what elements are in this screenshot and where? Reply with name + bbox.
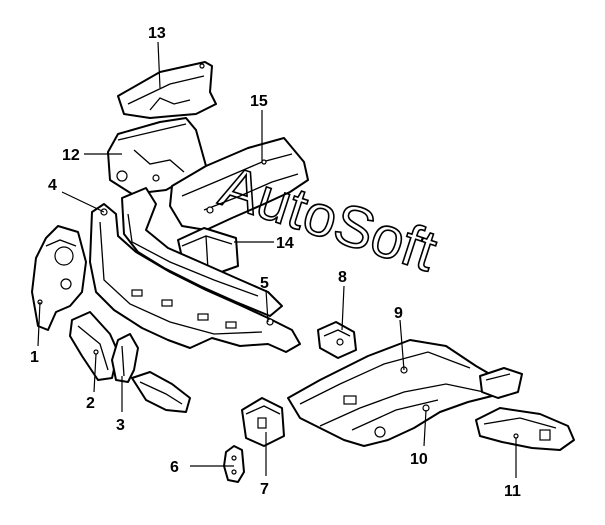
part-9-10-frame-rail (287, 339, 501, 447)
callout-3: 3 (116, 417, 125, 434)
leader-4 (61, 191, 105, 213)
callout-5: 5 (260, 275, 269, 292)
part-8-mount (317, 321, 357, 359)
callout-11: 11 (504, 483, 521, 500)
part-1-bracket (31, 225, 87, 331)
part-13-panel (117, 61, 217, 119)
callout-7: 7 (260, 481, 269, 498)
leader-1 (37, 301, 41, 347)
leader-9 (399, 319, 405, 371)
lower-member (131, 371, 191, 413)
callout-labels: 1 2 3 4 5 6 7 8 9 10 11 12 13 14 15 (30, 25, 521, 500)
callout-14: 14 (276, 235, 294, 252)
callout-9: 9 (394, 305, 403, 322)
part-6-bracket (223, 445, 245, 483)
leader-13 (157, 41, 161, 89)
callout-1: 1 (30, 349, 39, 366)
part-7-mount (241, 397, 285, 447)
callout-4: 4 (48, 177, 57, 194)
part-9-rear-extension (479, 367, 523, 399)
callout-12: 12 (62, 147, 80, 164)
part-15-panel (169, 137, 309, 231)
leader-lines (37, 41, 517, 478)
callout-13: 13 (148, 25, 166, 42)
part-4-5-crossmember (89, 187, 301, 353)
callout-2: 2 (86, 395, 95, 412)
autosoft-watermark: AutoSoft (212, 153, 445, 285)
callout-15: 15 (250, 93, 268, 110)
part-3-bracket (111, 333, 139, 383)
callout-8: 8 (338, 269, 347, 286)
leader-8 (341, 285, 345, 331)
leader-2 (93, 353, 97, 393)
part-11-bracket (475, 407, 575, 451)
callout-6: 6 (170, 459, 179, 476)
part-2-bracket (69, 311, 119, 381)
callout-10: 10 (410, 451, 428, 468)
leader-5 (265, 289, 269, 323)
watermark-text: AutoSoft (213, 154, 445, 285)
leader-10 (423, 409, 427, 447)
